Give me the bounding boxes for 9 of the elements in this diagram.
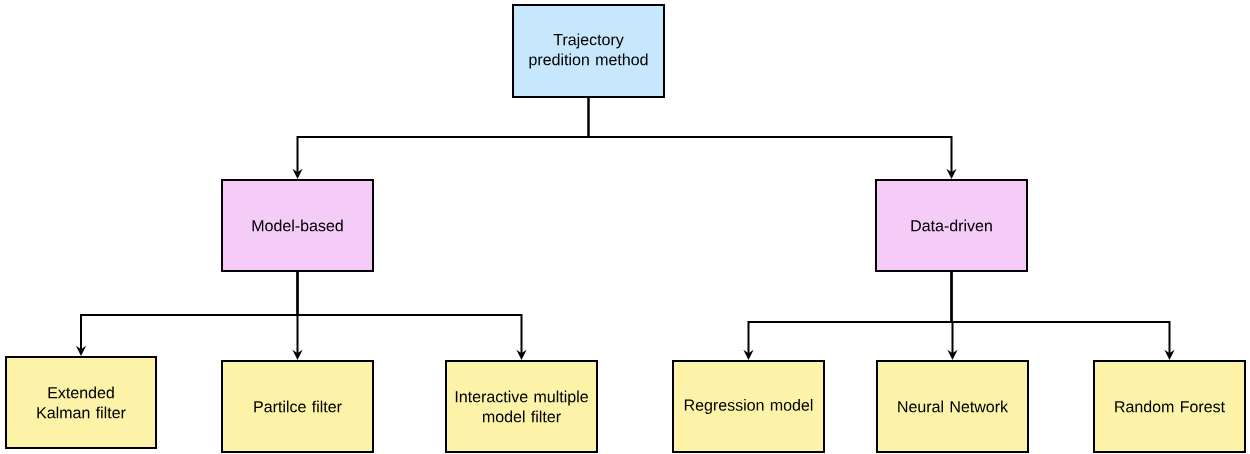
method-box: Random Forest (1093, 360, 1246, 453)
root-box: Trajectory predition method (512, 4, 665, 98)
method-box: Partilce filter (221, 360, 374, 453)
method-box: Regression model (672, 360, 825, 453)
method-box: Extended Kalman filter (5, 356, 157, 449)
category-box: Model-based (221, 179, 374, 272)
method-box: Interactive multiple model filter (445, 360, 598, 453)
category-box: Data-driven (875, 179, 1028, 272)
method-box: Neural Network (876, 360, 1029, 453)
